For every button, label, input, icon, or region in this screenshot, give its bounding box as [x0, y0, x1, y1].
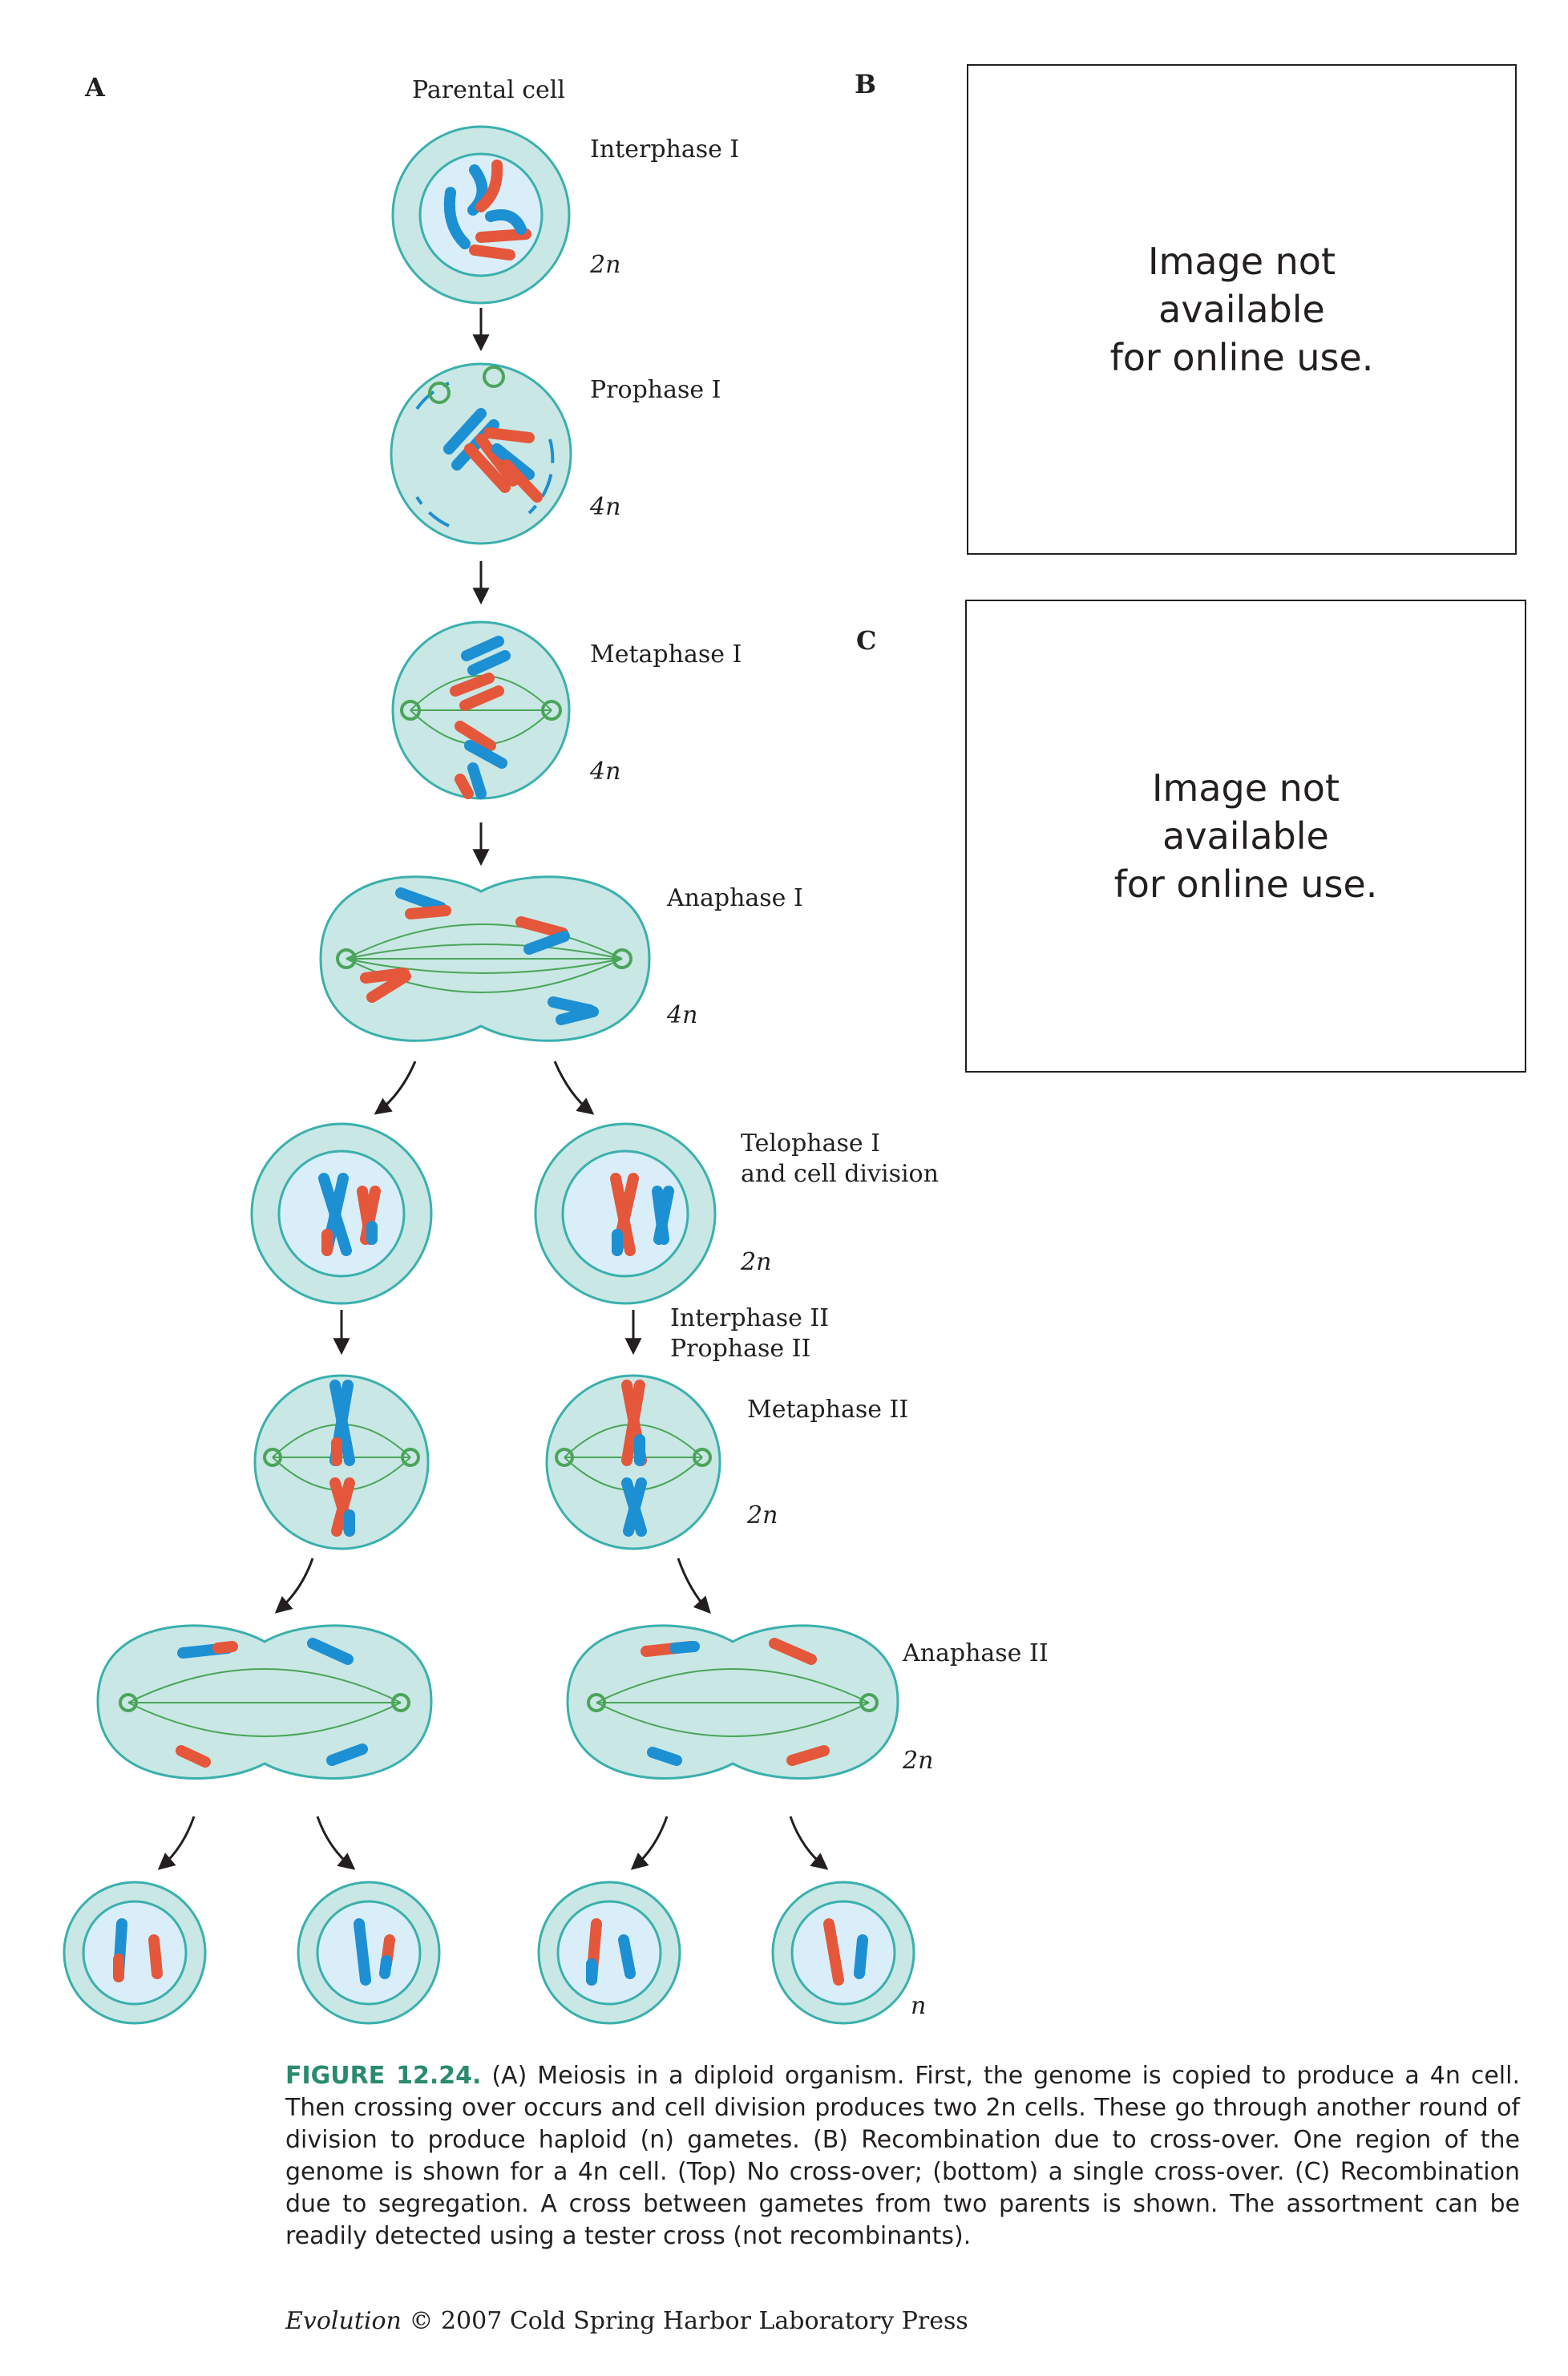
arrow-to-telophase-1-left	[374, 1061, 417, 1115]
panel-b-placeholder: Image not available for online use.	[967, 64, 1517, 555]
anaphase-1-cell	[319, 875, 651, 1042]
metaphase-2-cell-left	[253, 1374, 430, 1550]
arrow-to-gamete-4	[789, 1816, 829, 1870]
stage-label-parental: Parental cell	[412, 76, 565, 104]
panel-label-b: B	[855, 69, 876, 99]
ploidy-label-anaphase-2: 2n	[902, 1747, 933, 1775]
credit-text: © 2007 Cold Spring Harbor Laboratory Pre…	[401, 2307, 968, 2335]
ploidy-label-metaphase-1: 4n	[589, 758, 620, 786]
stage-label-telophase-1: Telophase I	[741, 1129, 880, 1158]
ploidy-label-telophase-1: 2n	[740, 1248, 771, 1276]
gamete-cell-3	[537, 1881, 681, 2025]
arrow-to-anaphase-2-right	[677, 1558, 711, 1614]
figure-caption-text: (A) Meiosis in a diploid organism. First…	[285, 2062, 1520, 2250]
arrow-to-gamete-3	[630, 1816, 669, 1870]
anaphase-2-cell-left	[96, 1624, 433, 1780]
stage-label-prophase-1: Prophase I	[590, 376, 721, 404]
panel-c-placeholder-text: Image not available for online use.	[1113, 766, 1378, 906]
stage-label-interphase-2: Interphase II	[670, 1304, 829, 1332]
interphase-1-cell	[391, 125, 571, 305]
figure-caption-label: FIGURE 12.24.	[285, 2062, 482, 2090]
stage-label-anaphase-1: Anaphase I	[666, 884, 803, 912]
panel-label-a: A	[84, 72, 106, 103]
stage-label-metaphase-1: Metaphase I	[590, 640, 742, 669]
telophase-1-cell-left	[250, 1122, 433, 1305]
metaphase-2-cell-right	[545, 1374, 721, 1550]
arrow-to-gamete-1	[157, 1816, 196, 1870]
anaphase-2-cell-right	[566, 1624, 899, 1780]
ploidy-label-metaphase-2: 2n	[746, 1501, 778, 1529]
panel-label-c: C	[856, 625, 876, 656]
stage-label-interphase-1: Interphase I	[590, 135, 739, 164]
figure-caption: FIGURE 12.24. (A) Meiosis in a diploid o…	[285, 2060, 1520, 2253]
stage-label-metaphase-2: Metaphase II	[747, 1396, 908, 1424]
gamete-cell-1	[63, 1881, 207, 2025]
ploidy-label-anaphase-1: 4n	[666, 1001, 697, 1029]
prophase-1-cell	[390, 362, 572, 545]
credit-book-title: Evolution	[285, 2307, 402, 2335]
arrow-to-telophase-1-right	[553, 1061, 595, 1115]
panel-b-placeholder-text: Image not available for online use.	[1109, 240, 1374, 379]
stage-label-prophase-2: Prophase II	[670, 1335, 810, 1363]
gamete-cell-4	[771, 1881, 915, 2025]
stage-label-anaphase-2: Anaphase II	[902, 1639, 1049, 1667]
copyright-credit: Evolution © 2007 Cold Spring Harbor Labo…	[285, 2307, 968, 2335]
arrow-to-gamete-2	[316, 1816, 356, 1870]
metaphase-1-cell	[391, 620, 571, 800]
gamete-cell-2	[297, 1881, 441, 2025]
panel-c-placeholder: Image not available for online use.	[965, 600, 1526, 1073]
arrow-to-anaphase-2-left	[274, 1558, 314, 1614]
ploidy-label-interphase-1: 2n	[589, 251, 620, 279]
telophase-1-cell-right	[534, 1122, 717, 1305]
ploidy-label-prophase-1: 4n	[589, 493, 620, 521]
ploidy-label-gametes: n	[911, 1992, 926, 2020]
stage-label-telophase-1-sub: and cell division	[741, 1160, 939, 1188]
